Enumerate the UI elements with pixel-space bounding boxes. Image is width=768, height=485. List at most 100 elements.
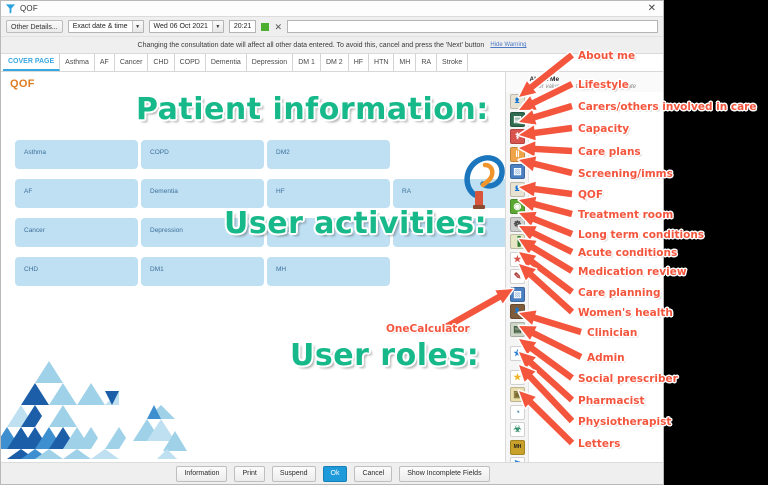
condition-button-label: Cancer xyxy=(24,227,45,234)
lifestyle-icon[interactable]: ▤ xyxy=(509,111,525,127)
condition-button-dm2[interactable]: DM2 xyxy=(267,140,390,169)
condition-button-label: DM2 xyxy=(276,149,290,156)
button-information[interactable]: Information xyxy=(176,465,228,482)
funnel-icon xyxy=(5,4,16,14)
window-title: QOF xyxy=(20,4,38,13)
care-plans-icon[interactable]: ▧ xyxy=(509,164,525,179)
medication-review-icon[interactable]: ✎ xyxy=(509,269,525,284)
consultation-toolbar: Other Details... Exact date & time ▼ Wed… xyxy=(1,17,663,37)
capacity-icon[interactable]: ‖ xyxy=(509,146,525,162)
tab-chd[interactable]: CHD xyxy=(148,54,175,71)
condition-button-mh[interactable]: MH xyxy=(267,257,390,286)
panel-body: 👤▤⚕‖▧👤◉☸▐★✎▧👤▤★★▣◔☣MH⚑❐ xyxy=(506,92,663,484)
social-prescriber-icon[interactable]: ▣ xyxy=(509,387,525,402)
condition-button-copd[interactable]: COPD xyxy=(141,140,264,169)
tab-cancer[interactable]: Cancer xyxy=(115,54,149,71)
condition-button-dementia[interactable]: Dementia xyxy=(141,179,264,208)
button-ok[interactable]: Ok xyxy=(322,465,348,482)
close-icon[interactable]: ✕ xyxy=(647,2,656,14)
tab-copd[interactable]: COPD xyxy=(175,54,206,71)
tab-dm-1[interactable]: DM 1 xyxy=(293,54,321,71)
condition-button-label: CHD xyxy=(24,266,39,273)
chevron-down-icon: ▼ xyxy=(211,21,223,32)
button-print[interactable]: Print xyxy=(234,465,265,482)
green-flag-icon[interactable] xyxy=(261,22,270,31)
dialog-button-bar: Information Print Suspend Ok Cancel Show Inco… xyxy=(1,462,663,484)
care-planning-icon[interactable]: ▧ xyxy=(509,286,525,302)
condition-button-htn[interactable]: HTN xyxy=(267,218,390,247)
page-title: QOF xyxy=(10,78,35,90)
decorative-triangles xyxy=(1,361,187,459)
carers-icon[interactable]: ⚕ xyxy=(509,129,525,144)
clinician-icon[interactable]: ★ xyxy=(509,345,525,361)
date-mode-value: Exact date & time xyxy=(72,23,128,30)
tab-asthma[interactable]: Asthma xyxy=(60,54,95,71)
condition-button-label: HTN xyxy=(276,227,290,234)
condition-button-label: MH xyxy=(276,266,287,273)
other-details-button[interactable]: Other Details... xyxy=(6,20,63,33)
button-cancel[interactable]: Cancel xyxy=(354,465,393,482)
admin-icon[interactable]: ★ xyxy=(509,369,525,385)
tab-depression[interactable]: Depression xyxy=(247,54,294,71)
condition-button-hf[interactable]: HF xyxy=(267,179,390,208)
recordings-list xyxy=(529,92,663,484)
condition-button-label: HF xyxy=(276,188,285,195)
warning-bar: Changing the consultation date will affe… xyxy=(1,37,663,54)
condition-button-asthma[interactable]: Asthma xyxy=(15,140,138,169)
onecalculator-icon[interactable]: ▤ xyxy=(509,321,525,337)
condition-button-dm1[interactable]: DM1 xyxy=(141,257,264,286)
treatment-room-icon[interactable]: ☸ xyxy=(509,216,525,232)
condition-button-label: Asthma xyxy=(24,149,47,156)
condition-button-af[interactable]: AF xyxy=(15,179,138,208)
panel-header: About Me Enter values into the About Me … xyxy=(506,72,663,92)
condition-button-stroke[interactable]: Stroke xyxy=(393,218,506,247)
panel-title: About Me xyxy=(529,76,560,83)
template-icon-column: 👤▤⚕‖▧👤◉☸▐★✎▧👤▤★★▣◔☣MH⚑❐ xyxy=(506,92,530,484)
mh-icon[interactable]: MH xyxy=(509,439,525,455)
hide-warning-link[interactable]: Hide Warning xyxy=(490,42,527,48)
condition-button-depression[interactable]: Depression xyxy=(141,218,264,247)
date-mode-select[interactable]: Exact date & time ▼ xyxy=(67,20,144,33)
about-me-icon[interactable]: 👤 xyxy=(509,94,525,109)
womens-health-icon[interactable]: 👤 xyxy=(509,304,525,319)
date-value: Wed 06 Oct 2021 xyxy=(153,23,208,30)
condition-button-label: RA xyxy=(402,188,412,195)
physiotherapist-icon[interactable]: ☣ xyxy=(509,422,525,437)
condition-button-cancer[interactable]: Cancer xyxy=(15,218,138,247)
about-me-panel: About Me Enter values into the About Me … xyxy=(506,72,663,484)
tab-cover-page[interactable]: COVER PAGE xyxy=(3,54,61,71)
tab-dm-2[interactable]: DM 2 xyxy=(321,54,349,71)
window-titlebar: QOF ✕ xyxy=(1,1,663,17)
x-icon[interactable]: ✕ xyxy=(274,21,282,32)
condition-button-chd[interactable]: CHD xyxy=(15,257,138,286)
tab-hf[interactable]: HF xyxy=(349,54,370,71)
tab-ra[interactable]: RA xyxy=(416,54,438,71)
condition-button-label: COPD xyxy=(150,149,169,156)
brand-logo-icon xyxy=(464,155,505,209)
time-input[interactable]: 20:21 xyxy=(228,20,257,33)
tab-htn[interactable]: HTN xyxy=(369,54,395,71)
notes-input[interactable] xyxy=(286,20,658,33)
condition-button-label: Stroke xyxy=(402,227,421,234)
condition-button-label: Depression xyxy=(150,227,183,234)
acute-conditions-icon[interactable]: ★ xyxy=(509,251,525,267)
panel-subtitle: Enter values into the About Me template xyxy=(529,84,636,90)
warning-text: Changing the consultation date will affe… xyxy=(137,41,485,49)
tab-stroke[interactable]: Stroke xyxy=(437,54,469,71)
qof-icon[interactable]: ◉ xyxy=(509,199,525,214)
pharmacist-icon[interactable]: ◔ xyxy=(509,404,525,420)
date-select[interactable]: Wed 06 Oct 2021 ▼ xyxy=(148,20,224,33)
screening-imms-icon[interactable]: 👤 xyxy=(509,181,525,197)
button-show-incomplete-fields[interactable]: Show Incomplete Fields xyxy=(399,465,490,482)
long-term-conditions-icon[interactable]: ▐ xyxy=(509,234,525,249)
condition-button-label: AF xyxy=(24,188,33,195)
tab-af[interactable]: AF xyxy=(95,54,115,71)
button-suspend[interactable]: Suspend xyxy=(271,465,316,482)
tab-mh[interactable]: MH xyxy=(394,54,417,71)
tab-dementia[interactable]: Dementia xyxy=(206,54,247,71)
qof-window: QOF ✕ Other Details... Exact date & time… xyxy=(0,0,664,485)
condition-button-label: Dementia xyxy=(150,188,178,195)
